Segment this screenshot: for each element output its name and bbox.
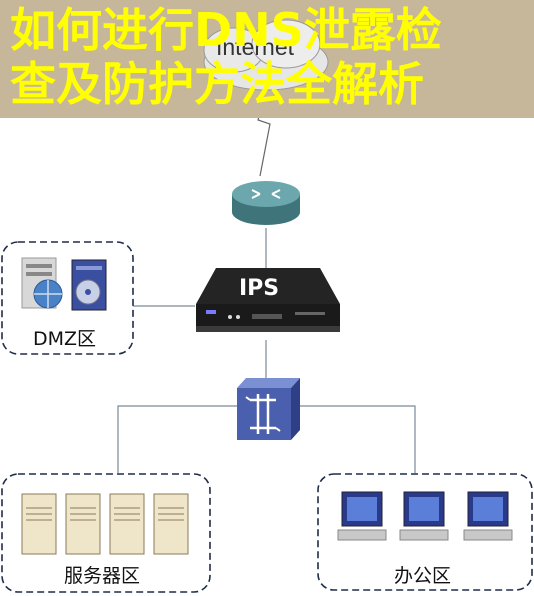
office-zone-label: 办公区 [394,565,452,587]
internet-label: Internet [216,34,294,60]
dmz-label: DMZ区 [33,328,97,350]
web-server-icon [21,257,63,309]
office-zone-border [317,473,533,591]
line-switch-office [296,405,416,473]
dmz-zone-border [1,241,134,355]
ips-label: IPS [239,276,280,301]
server-zone-label: 服务器区 [64,565,141,587]
cloud-icon [203,19,329,91]
ips-appliance-icon [196,268,340,332]
line-switch-servers [117,405,237,473]
page-title-line-2: 查及防护方法全解析 [10,57,424,111]
connection-lines [117,228,416,473]
title-banner: Internet 如何进行DNS泄露检 查及防护方法全解析 [0,0,534,118]
pc-icon [337,491,513,541]
switch-icon [237,378,300,440]
server-rack-icon [21,493,189,555]
page-title-line-1: 如何进行DNS泄露检 [10,3,442,57]
router-icon [232,181,300,225]
media-server-icon [71,259,107,311]
server-zone-border [1,473,211,593]
